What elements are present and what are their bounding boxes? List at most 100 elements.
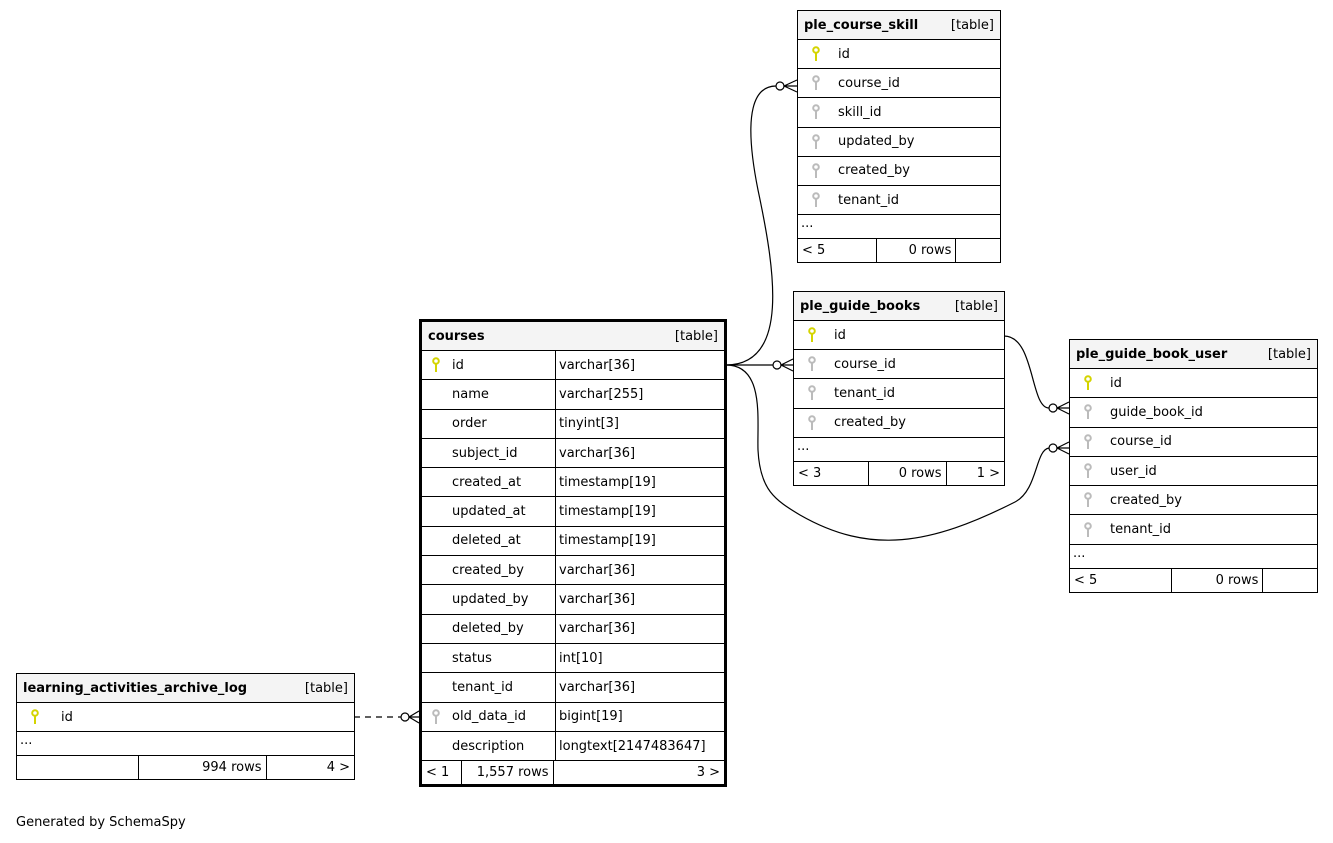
more-columns[interactable]: ...	[1070, 545, 1317, 569]
row-count: 0 rows	[877, 239, 957, 263]
column-row[interactable]: subject_id varchar[36]	[422, 438, 724, 469]
column-row[interactable]: skill_id	[798, 98, 1000, 128]
column-name: created_by	[1110, 492, 1182, 508]
column-row[interactable]: updated_by	[798, 128, 1000, 157]
column-type: varchar[36]	[559, 621, 636, 637]
column-row[interactable]: tenant_id varchar[36]	[422, 673, 724, 703]
generated-by-footer: Generated by SchemaSpy	[16, 815, 186, 830]
children-count[interactable]: 3 >	[696, 765, 720, 781]
column-name: user_id	[1110, 463, 1157, 479]
column-row[interactable]: description longtext[2147483647]	[422, 731, 724, 762]
column-row[interactable]: tenant_id	[798, 186, 1000, 216]
parents-count[interactable]: < 5	[1070, 568, 1173, 592]
column-type: varchar[36]	[559, 679, 636, 695]
link-guide-books-guide-book-user	[1003, 335, 1050, 409]
column-row[interactable]: course_id	[794, 350, 1004, 380]
column-name: id	[1110, 375, 1122, 391]
parents-count[interactable]: < 5	[798, 239, 878, 263]
column-row[interactable]: order tinyint[3]	[422, 409, 724, 439]
column-name: status	[452, 650, 492, 666]
more-columns[interactable]: ...	[17, 732, 354, 756]
column-type: longtext[2147483647]	[559, 738, 706, 754]
column-row[interactable]: user_id	[1070, 457, 1317, 487]
column-type: varchar[36]	[559, 592, 636, 608]
foreign-key-icon	[808, 163, 824, 179]
column-row[interactable]: course_id	[1070, 428, 1317, 457]
children-count[interactable]: 4 >	[326, 760, 350, 775]
column-row[interactable]: id	[794, 321, 1004, 351]
foreign-key-icon	[804, 414, 820, 431]
table-header[interactable]: ple_guide_books[table]	[794, 292, 1004, 321]
column-row[interactable]: deleted_by varchar[36]	[422, 614, 724, 644]
column-row[interactable]: created_at timestamp[19]	[422, 468, 724, 498]
column-name: id	[452, 357, 464, 373]
column-row[interactable]: status int[10]	[422, 643, 724, 674]
column-row[interactable]: id	[798, 40, 1000, 70]
foreign-key-icon	[808, 75, 824, 91]
column-row[interactable]: created_by	[1070, 486, 1317, 516]
column-row[interactable]: tenant_id	[794, 379, 1004, 409]
table-name: ple_guide_books	[800, 298, 921, 314]
column-type: timestamp[19]	[559, 474, 656, 490]
table-learning-activities-archive-log[interactable]: learning_activities_archive_log[table] i…	[16, 673, 355, 780]
column-name: tenant_id	[834, 385, 896, 401]
column-type: timestamp[19]	[559, 504, 656, 520]
column-name: deleted_by	[452, 621, 524, 637]
row-count: 994 rows	[139, 756, 267, 779]
column-row[interactable]: old_data_id bigint[19]	[422, 702, 724, 732]
column-name: skill_id	[838, 104, 882, 120]
column-name: id	[838, 46, 850, 62]
table-type: [table]	[1267, 346, 1311, 362]
table-ple-course-skill[interactable]: ple_course_skill[table] id course_id ski…	[797, 10, 1001, 264]
table-header[interactable]: learning_activities_archive_log[table]	[17, 674, 354, 703]
column-type: int[10]	[559, 650, 603, 666]
table-header[interactable]: ple_guide_book_user[table]	[1070, 340, 1317, 369]
column-row[interactable]: course_id	[798, 69, 1000, 99]
parents-count[interactable]	[17, 756, 140, 779]
link-courses-course-skill	[725, 85, 777, 366]
parents-count[interactable]: < 3	[794, 461, 870, 485]
column-row[interactable]: tenant_id	[1070, 515, 1317, 545]
column-row[interactable]: deleted_at timestamp[19]	[422, 526, 724, 557]
parents-count[interactable]: < 1	[422, 761, 463, 785]
column-row[interactable]: guide_book_id	[1070, 398, 1317, 428]
column-name: updated_by	[838, 134, 915, 150]
column-row[interactable]: id	[1070, 369, 1317, 399]
table-type: [table]	[950, 17, 994, 33]
column-type: varchar[36]	[559, 562, 636, 578]
column-row[interactable]: id varchar[36]	[422, 351, 724, 381]
table-header[interactable]: courses[table]	[422, 322, 724, 351]
table-courses[interactable]: courses[table] id varchar[36] name varch…	[419, 319, 727, 788]
column-name: old_data_id	[452, 709, 526, 725]
column-row[interactable]: created_by	[794, 409, 1004, 438]
column-row[interactable]: created_by varchar[36]	[422, 556, 724, 586]
table-ple-guide-book-user[interactable]: ple_guide_book_user[table] id guide_book…	[1069, 339, 1318, 593]
column-name: tenant_id	[1110, 522, 1172, 538]
table-header[interactable]: ple_course_skill[table]	[798, 11, 1000, 40]
children-count[interactable]: 1 >	[976, 465, 1001, 481]
foreign-key-icon	[808, 104, 824, 120]
row-count: 0 rows	[869, 461, 947, 485]
column-row[interactable]: name varchar[255]	[422, 380, 724, 410]
foreign-key-icon	[1080, 404, 1096, 420]
column-type: timestamp[19]	[559, 533, 656, 549]
more-columns[interactable]: ...	[794, 438, 1004, 462]
column-name: created_by	[834, 415, 906, 431]
column-name: course_id	[834, 356, 896, 372]
foreign-key-icon	[804, 385, 820, 401]
more-columns[interactable]: ...	[798, 215, 1000, 240]
children-count[interactable]	[956, 239, 1000, 262]
foreign-key-icon	[1080, 521, 1096, 538]
column-row[interactable]: created_by	[798, 157, 1000, 186]
column-row[interactable]: id	[17, 703, 354, 732]
column-name: subject_id	[452, 445, 518, 461]
column-row[interactable]: updated_at timestamp[19]	[422, 497, 724, 527]
column-row[interactable]: updated_by varchar[36]	[422, 585, 724, 615]
table-type: [table]	[304, 680, 348, 696]
table-ple-guide-books[interactable]: ple_guide_books[table] id course_id tena…	[793, 291, 1005, 486]
foreign-key-icon	[808, 192, 824, 208]
children-count[interactable]	[1263, 569, 1317, 592]
